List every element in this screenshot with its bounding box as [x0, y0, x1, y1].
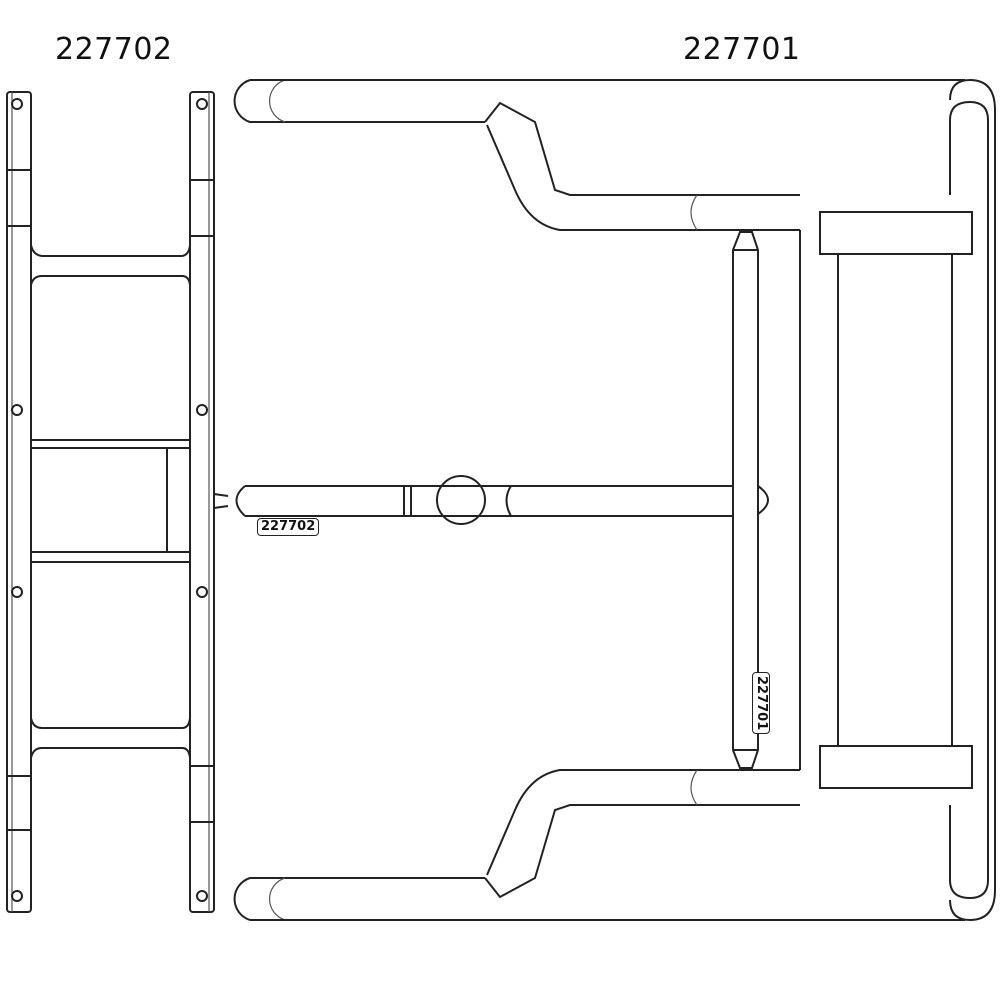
main-frame: [213, 78, 996, 922]
left-part-number: 227702: [55, 32, 173, 67]
rod-part-tag: 227702: [257, 518, 320, 536]
ladder-frame: [6, 91, 215, 913]
right-part-number: 227701: [683, 32, 801, 67]
crossbar-part-tag: 227701: [752, 672, 770, 735]
